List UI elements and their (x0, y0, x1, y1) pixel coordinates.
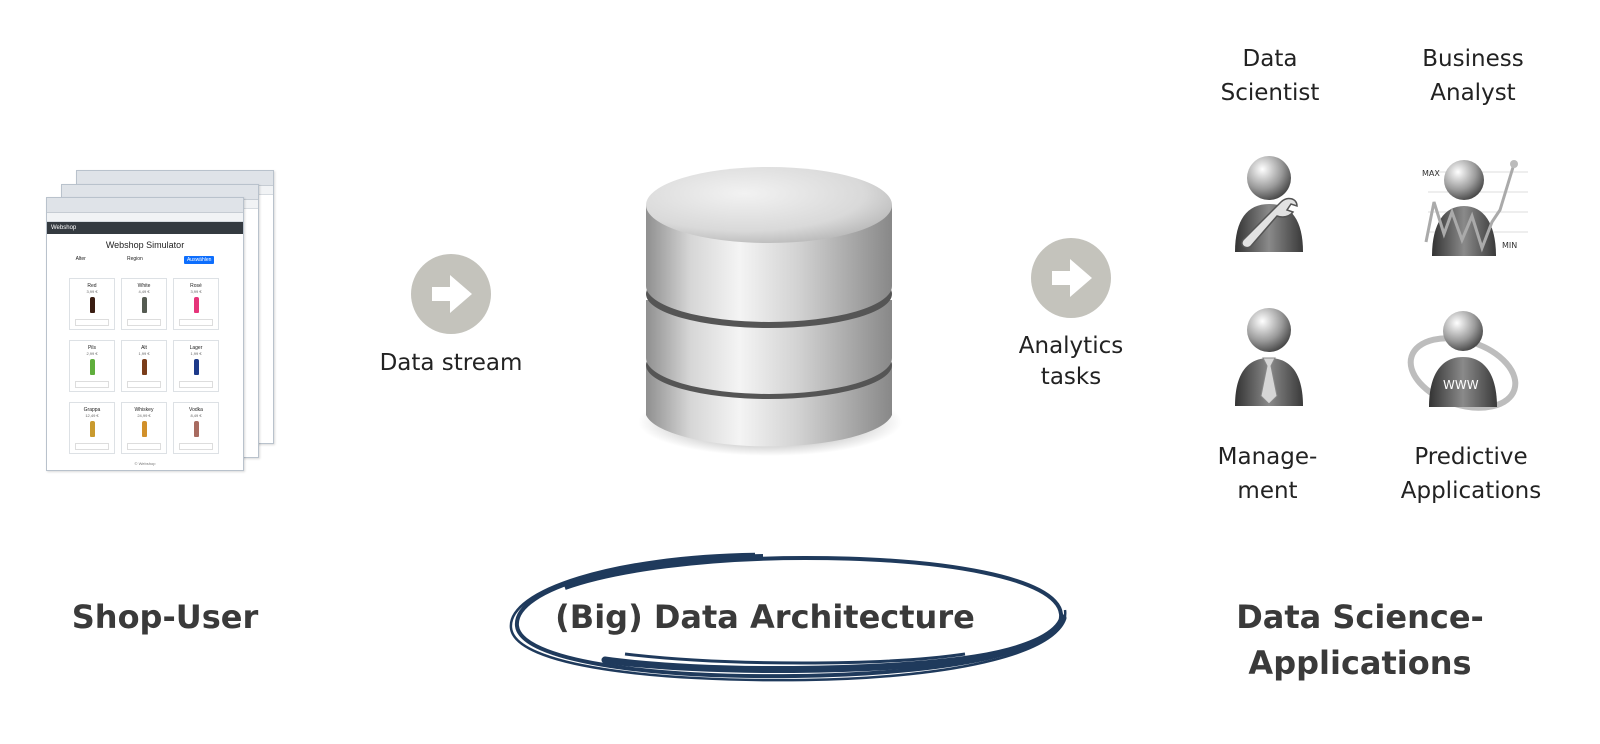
product-name: Lager (189, 345, 203, 351)
analytics-arrow-icon (1031, 238, 1111, 318)
applications-title-line2: Applications (1248, 644, 1472, 682)
data-scientist-line2: Scientist (1220, 80, 1320, 106)
management-line1: Manage- (1217, 444, 1318, 470)
www-globe-label: WWW (1443, 378, 1479, 392)
shop-user-title: Shop-User (71, 598, 259, 636)
chart-min-label: MIN (1502, 241, 1517, 250)
data-stream-arrow-icon (411, 254, 491, 334)
product-name: Alt (141, 345, 147, 351)
business-analyst-line2: Analyst (1430, 80, 1516, 106)
browser-window-front: Webshop Webshop Simulator Alter Region A… (46, 197, 244, 471)
data-scientist-label: Data Scientist (1205, 42, 1335, 110)
management-label: Manage- ment (1200, 440, 1335, 508)
bottle-icon (89, 297, 95, 313)
product-price: 1,99 € (190, 351, 202, 356)
quantity-field (127, 319, 161, 326)
bottle-icon (193, 297, 199, 313)
product-name: Rosé (190, 283, 202, 289)
architecture-title: (Big) Data Architecture (555, 598, 975, 636)
management-icon (1235, 308, 1303, 406)
product-price: 3,99 € (190, 289, 202, 294)
filter-apply-button: Auswählen (183, 256, 215, 264)
management-line2: ment (1237, 478, 1298, 504)
quantity-field (75, 319, 109, 326)
shop-title: Webshop Simulator (105, 240, 185, 250)
product-price: 2,99 € (86, 351, 98, 356)
quantity-field (179, 381, 213, 388)
product-price: 24,99 € (137, 413, 151, 418)
quantity-field (179, 443, 213, 450)
bottle-icon (141, 359, 147, 375)
predictive-applications-icon: WWW (1407, 311, 1519, 411)
product-name: Vodka (189, 407, 203, 413)
data-scientist-icon (1235, 156, 1303, 252)
product-price: 3,99 € (86, 289, 98, 294)
product-name: Whiskey (134, 407, 154, 413)
product-name: Grappa (83, 407, 101, 413)
product-name: Pils (87, 345, 97, 351)
business-analyst-line1: Business (1422, 46, 1524, 72)
analytics-label-line2: tasks (1040, 364, 1102, 390)
filter-region-label: Region (126, 256, 143, 262)
shop-filters: Alter Region Auswählen (47, 256, 243, 264)
browser-tab-bar (47, 198, 243, 213)
bottle-icon (193, 359, 199, 375)
chart-max-label: MAX (1422, 169, 1440, 178)
predictive-line1: Predictive (1414, 444, 1528, 470)
product-name: White (137, 283, 151, 289)
product-price: 8,49 € (190, 413, 202, 418)
analytics-label-line1: Analytics (1018, 333, 1124, 359)
predictive-applications-label: Predictive Applications (1390, 440, 1552, 508)
data-stream-label: Data stream (379, 350, 523, 376)
product-price: 1,99 € (138, 351, 150, 356)
quantity-field (127, 443, 161, 450)
quantity-field (179, 319, 213, 326)
bottle-icon (89, 421, 95, 437)
predictive-line2: Applications (1400, 478, 1542, 504)
business-analyst-icon: MAX MIN (1422, 160, 1528, 256)
database-icon (638, 167, 902, 456)
shop-footer: © Webshop (134, 461, 156, 466)
analytics-tasks-label: Analytics tasks (1000, 331, 1142, 393)
bottle-icon (141, 297, 147, 313)
data-scientist-line1: Data (1242, 46, 1298, 72)
quantity-field (75, 381, 109, 388)
product-price: 4,49 € (138, 289, 150, 294)
product-price: 12,49 € (85, 413, 99, 418)
applications-title: Data Science- Applications (1225, 594, 1495, 686)
bottle-icon (89, 359, 95, 375)
quantity-field (75, 443, 109, 450)
applications-title-line1: Data Science- (1236, 598, 1484, 636)
browser-address-bar (47, 213, 243, 222)
business-analyst-label: Business Analyst (1398, 42, 1548, 110)
shop-navbar: Webshop (47, 222, 243, 234)
filter-age-label: Alter (75, 256, 86, 262)
bottle-icon (193, 421, 199, 437)
product-name: Red (87, 283, 97, 289)
bottle-icon (141, 421, 147, 437)
quantity-field (127, 381, 161, 388)
architecture-swirl-icon (509, 552, 1067, 682)
